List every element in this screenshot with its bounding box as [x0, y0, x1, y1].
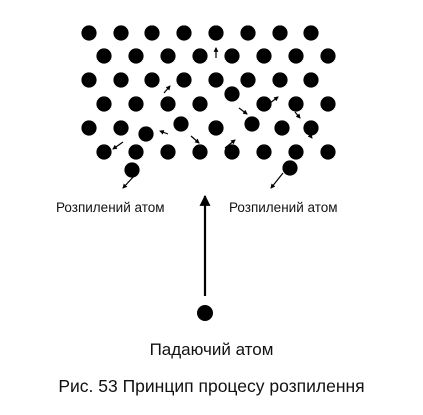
lattice-atom — [208, 25, 224, 41]
lattice-atom — [113, 120, 129, 136]
displacement-arrow — [238, 107, 248, 115]
lattice-atom — [303, 72, 319, 88]
lattice-atom — [160, 144, 176, 160]
lattice-atom — [288, 48, 304, 64]
lattice-atom — [138, 126, 154, 142]
incident-atom — [197, 305, 213, 321]
displacement-arrow — [231, 87, 239, 98]
lattice-atom — [81, 72, 97, 88]
incident-atom-label: Падаючий атом — [149, 340, 274, 359]
lattice-atom — [303, 25, 319, 41]
displacement-arrow — [224, 139, 236, 149]
displacement-arrow — [270, 172, 284, 189]
lattice-atom — [256, 144, 272, 160]
lattice-atom — [208, 72, 224, 88]
displacement-arrow — [190, 135, 200, 144]
lattice-atom — [173, 116, 189, 132]
lattice-atom — [320, 96, 336, 112]
lattice-atom — [208, 120, 224, 136]
displacement-arrow — [294, 111, 301, 119]
lattice-atom — [128, 144, 144, 160]
recoil-arrows — [112, 47, 313, 189]
lattice-atom — [96, 96, 112, 112]
displacement-arrow — [269, 96, 279, 104]
displacement-arrow — [112, 141, 124, 150]
lattice-atom — [96, 144, 112, 160]
lattice-atom — [303, 120, 319, 136]
lattice-atom — [282, 160, 298, 176]
lattice-atom — [176, 72, 192, 88]
lattice-atom — [320, 48, 336, 64]
lattice-atom — [96, 48, 112, 64]
lattice-atom — [320, 144, 336, 160]
lattice-atom — [224, 144, 240, 160]
displacement-arrow — [159, 130, 169, 135]
incident-atom-group — [197, 194, 213, 321]
figure-caption: Рис. 53 Принцип процесу розпилення — [58, 376, 365, 396]
lattice-atom — [176, 25, 192, 41]
lattice-atom — [288, 96, 304, 112]
lattice-atom — [224, 48, 240, 64]
lattice-atom — [244, 116, 260, 132]
lattice-atom — [160, 48, 176, 64]
displacement-arrow — [303, 127, 313, 139]
lattice-atom — [192, 144, 208, 160]
lattice-atom — [160, 96, 176, 112]
lattice-atom — [192, 48, 208, 64]
displacement-arrow — [163, 85, 171, 94]
sputtered-atom-label-left: Розпилений атом — [56, 200, 165, 215]
lattice-atom — [240, 72, 256, 88]
lattice-atom — [144, 72, 160, 88]
lattice-atom — [240, 25, 256, 41]
lattice-atom — [81, 25, 97, 41]
target-lattice — [81, 25, 336, 178]
sputtered-atom-label-right: Розпилений атом — [229, 200, 338, 215]
lattice-atom — [272, 25, 288, 41]
displacement-arrow — [122, 174, 136, 189]
lattice-atom — [128, 96, 144, 112]
lattice-atom — [144, 25, 160, 41]
lattice-atom — [81, 120, 97, 136]
lattice-atom — [124, 162, 140, 178]
lattice-atom — [113, 25, 129, 41]
lattice-atom — [256, 96, 272, 112]
lattice-atom — [272, 72, 288, 88]
lattice-atom — [274, 120, 290, 136]
lattice-atom — [288, 144, 304, 160]
lattice-atom — [256, 48, 272, 64]
lattice-atom — [113, 72, 129, 88]
lattice-atom — [192, 96, 208, 112]
lattice-atom — [128, 48, 144, 64]
